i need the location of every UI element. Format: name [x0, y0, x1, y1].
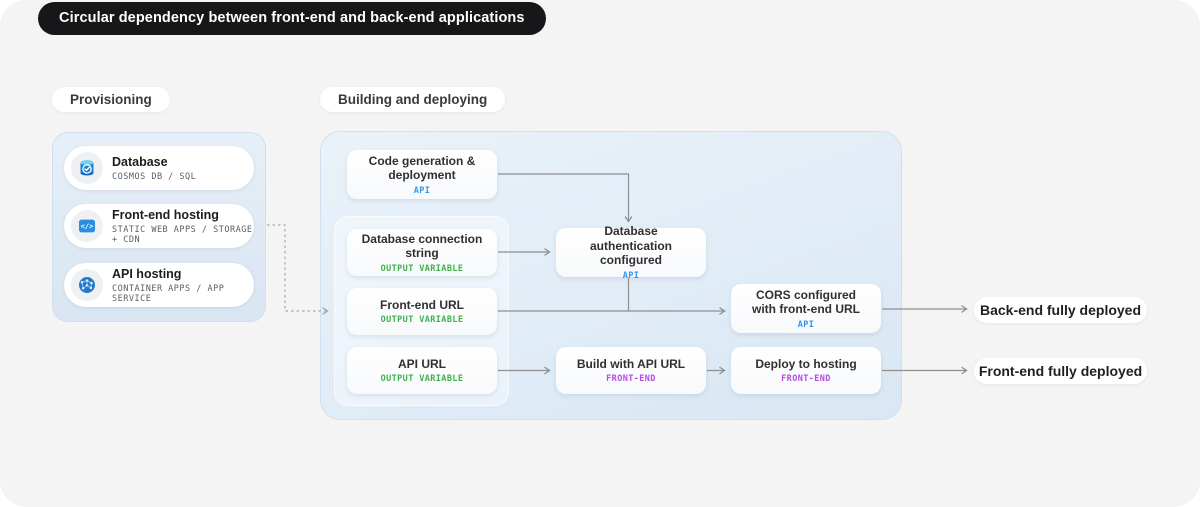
card-frontend-hosting: </> Front-end hosting STATIC WEB APPS / …: [64, 204, 254, 248]
node-tag: OUTPUT VARIABLE: [380, 315, 464, 326]
card-subtitle: COSMOS DB / SQL: [112, 171, 197, 182]
node-build-with-api-url: Build with API URL FRONT-END: [556, 347, 706, 394]
node-code-generation-deployment: Code generation & deployment API: [347, 150, 497, 199]
node-tag: API: [797, 319, 815, 330]
node-label: Front-end URL: [380, 297, 464, 312]
node-tag: OUTPUT VARIABLE: [380, 263, 464, 274]
card-subtitle: CONTAINER APPS / APP SERVICE: [112, 283, 225, 304]
node-deploy-to-hosting: Deploy to hosting FRONT-END: [731, 347, 881, 394]
node-label: Code generation &: [368, 153, 476, 168]
node-cors-configured: CORS configured with front-end URL API: [731, 284, 881, 333]
node-tag: API: [622, 270, 640, 281]
card-subtitle: STATIC WEB APPS / STORAGE + CDN: [112, 224, 253, 245]
card-title: Database: [112, 154, 168, 169]
node-label: deployment: [388, 168, 456, 182]
node-database-authentication-configured: Database authentication configured API: [556, 224, 706, 281]
card-title: Front-end hosting: [112, 207, 219, 222]
node-label: Database connection string: [361, 231, 483, 261]
node-label: CORS configured: [755, 287, 856, 302]
node-label: with front-end URL: [752, 302, 860, 316]
node-label: configured: [600, 253, 662, 268]
node-label: Database authentication: [589, 224, 672, 253]
card-api-hosting: API hosting CONTAINER APPS / APP SERVICE: [64, 263, 254, 307]
node-database-connection-string: Database connection string OUTPUT VARIAB…: [347, 229, 497, 276]
outcome-backend-deployed: Back-end fully deployed: [974, 297, 1147, 323]
code-icon: </>: [71, 210, 103, 242]
card-database: Database COSMOS DB / SQL: [64, 146, 254, 190]
node-tag: FRONT-END: [781, 374, 831, 385]
node-label: Deploy to hosting: [755, 356, 857, 371]
globe-icon: [71, 269, 103, 301]
node-api-url: API URL OUTPUT VARIABLE: [347, 347, 497, 394]
diagram-title: Circular dependency between front-end an…: [38, 2, 546, 35]
arrow-provisioning-to-outputs: [267, 224, 329, 315]
node-tag: OUTPUT VARIABLE: [380, 374, 464, 385]
svg-text:</>: </>: [81, 223, 94, 231]
section-label-provisioning: Provisioning: [52, 87, 170, 112]
database-icon: [71, 152, 103, 184]
card-title: API hosting: [112, 266, 182, 281]
outcome-frontend-deployed: Front-end fully deployed: [974, 358, 1147, 384]
section-label-building-deploying: Building and deploying: [320, 87, 506, 112]
node-tag: API: [413, 185, 431, 196]
node-tag: FRONT-END: [606, 374, 656, 385]
node-label: API URL: [398, 356, 446, 371]
node-frontend-url: Front-end URL OUTPUT VARIABLE: [347, 288, 497, 335]
node-label: Build with API URL: [576, 356, 686, 371]
